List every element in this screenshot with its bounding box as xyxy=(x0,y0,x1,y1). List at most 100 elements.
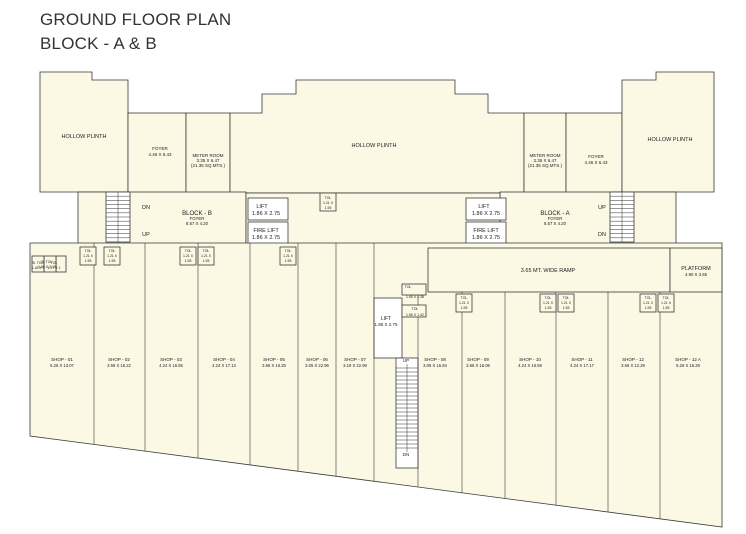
label-block-b-foyer: FOYER xyxy=(190,216,205,221)
toilet-label: 1.21 X xyxy=(459,301,470,305)
toilet-box xyxy=(455,293,473,313)
plan-subtitle: BLOCK - A & B xyxy=(40,34,157,53)
toilet-box xyxy=(103,246,121,266)
shop-name-label: SHOP - 07 xyxy=(344,357,366,362)
label-ramp: 3.65 MT. WIDE RAMP xyxy=(521,268,576,274)
toilet-label: TOL xyxy=(203,249,210,253)
toilet-label: TOL xyxy=(85,249,92,253)
core-toilet-box xyxy=(401,283,427,296)
foyer-left xyxy=(127,112,187,194)
label-hollow-plinth-center: HOLLOW PLINTH xyxy=(352,143,397,149)
label-lift-a-dim: 1.86 X 2.75 xyxy=(472,211,500,217)
label-small-tol-2: B. TOL xyxy=(33,261,44,265)
label-tol-a2-dim: 1.65 X 1.42 xyxy=(406,313,424,317)
plan-title: GROUND FLOOR PLAN xyxy=(40,10,232,29)
toilet-label: 1.55 xyxy=(203,259,210,263)
shop-name-label: SHOP - 06 xyxy=(306,357,328,362)
toilet-label: TOL xyxy=(109,249,116,253)
toilet-label: 1.21 X xyxy=(83,254,94,258)
label-up-left: UP xyxy=(142,232,150,238)
toilet-label: 1.21 X xyxy=(661,301,672,305)
toilet-label: 1.21 X xyxy=(643,301,654,305)
shop-name-label: SHOP - 10 xyxy=(519,357,541,362)
lift-center xyxy=(373,297,403,359)
shop-dim-label: 3.66 X 12.29 xyxy=(621,363,645,368)
toilet-box xyxy=(79,246,97,266)
shop-dim-label: 4.24 X 17.13 xyxy=(212,363,236,368)
label-small-tol-1: B. TOL xyxy=(42,260,53,264)
label-platform: PLATFORM xyxy=(681,266,711,272)
label-meter-room-right: METER ROOM xyxy=(530,153,561,158)
label-foyer-right-dim: 4.46 X 6.43 xyxy=(584,160,608,165)
toilet-label: 1.21 X xyxy=(561,301,572,305)
label-up-center: UP xyxy=(403,358,409,363)
platform xyxy=(669,247,723,293)
label-platform-dim: 4.90 X 3.65 xyxy=(685,272,708,277)
toilet-label: 1.55 xyxy=(563,306,570,310)
shop-dim-label: 3.66 X 16.22 xyxy=(107,363,131,368)
label-small-tol-2-dim: 1.18 X 1 xyxy=(31,266,44,270)
toilet-label: 1.55 xyxy=(185,259,192,263)
toilet-top-center xyxy=(319,192,337,212)
label-lift-center-dim: 1.85 X 2.75 xyxy=(374,322,398,327)
toilet-label: 1.55 xyxy=(663,306,670,310)
label-tol-a1: TOL xyxy=(405,285,412,289)
label-dn-right: DN xyxy=(598,232,606,238)
shop-name-label: SHOP - 01 xyxy=(51,357,73,362)
shop-dim-label: 3.05 X 16.84 xyxy=(423,363,447,368)
toilet-label: 1.55 xyxy=(645,306,652,310)
toilet-box xyxy=(179,246,197,266)
label-tol-a1-dim: 1.65 X 1.38 xyxy=(406,295,424,299)
label-tol-top-dim2: 1.55 xyxy=(325,206,332,210)
shop-dim-label: 4.24 X 16.59 xyxy=(518,363,542,368)
toilet-box xyxy=(279,246,297,266)
label-up-right: UP xyxy=(598,205,606,211)
shop-name-label: SHOP - 03 xyxy=(160,357,182,362)
label-lift-a: LIFT xyxy=(478,204,490,210)
toilet-label: TOL xyxy=(663,296,670,300)
toilet-label: TOL xyxy=(563,296,570,300)
hollow-plinth-left xyxy=(39,71,129,193)
label-block-a-foyer: FOYER xyxy=(548,216,563,221)
shop-dim-label: 3.66 X 16.06 xyxy=(466,363,490,368)
toilet-label: TOL xyxy=(645,296,652,300)
shop-name-label: SHOP - 08 xyxy=(424,357,446,362)
toilet-box xyxy=(639,293,657,313)
label-lift-b: LIFT xyxy=(256,204,268,210)
small-toilet-box xyxy=(31,255,45,273)
hollow-plinth-right xyxy=(621,71,715,193)
label-foyer-left-dim: 4.46 X 6.43 xyxy=(148,152,172,157)
label-small-tol-3: TOL xyxy=(51,261,58,265)
label-tol-top-dim1: 1.21 X xyxy=(323,201,334,205)
toilet-label: 1.55 xyxy=(545,306,552,310)
lobby-block-b xyxy=(77,191,247,245)
shop-dim-label: 3.19 X 22.99 xyxy=(343,363,367,368)
shop-dim-label: 4.24 X 16.55 xyxy=(159,363,183,368)
label-meter-room-right-dim: 3.35 X 6.47 xyxy=(533,158,557,163)
label-fire-lift-b-dim: 1.86 X 2.75 xyxy=(252,235,280,241)
lobby-block-a xyxy=(499,191,677,245)
label-block-b: BLOCK - B xyxy=(182,211,212,217)
shops-outline xyxy=(29,242,723,528)
toilet-label: TOL xyxy=(285,249,292,253)
shop-name-label: SHOP - 12 xyxy=(622,357,644,362)
shop-dim-label: 3.66 X 16.25 xyxy=(262,363,286,368)
toilet-box xyxy=(557,293,575,313)
label-meter-room-right-area: (21.35 SQ.MTS.) xyxy=(528,163,563,168)
shop-dim-label: 4.24 X 17.17 xyxy=(570,363,594,368)
upper-structure xyxy=(39,71,715,246)
toilet-label: 1.21 X xyxy=(201,254,212,258)
toilet-label: TOL xyxy=(461,296,468,300)
label-hollow-plinth-right: HOLLOW PLINTH xyxy=(648,137,693,143)
shops-band xyxy=(29,242,723,528)
label-meter-room-left-area: (21.35 SQ.MTS.) xyxy=(191,163,226,168)
toilet-label: TOL xyxy=(185,249,192,253)
toilet-label: 1.55 xyxy=(85,259,92,263)
meter-room-right xyxy=(523,112,567,194)
toilet-label: 1.55 xyxy=(461,306,468,310)
shop-dim-label: 5.26 X 13.07 xyxy=(50,363,74,368)
label-tol-a2: TOL xyxy=(412,307,419,311)
shop-dim-label: 5.26 X 16.29 xyxy=(676,363,700,368)
toilet-label: TOL xyxy=(545,296,552,300)
toilet-label: 1.55 xyxy=(285,259,292,263)
